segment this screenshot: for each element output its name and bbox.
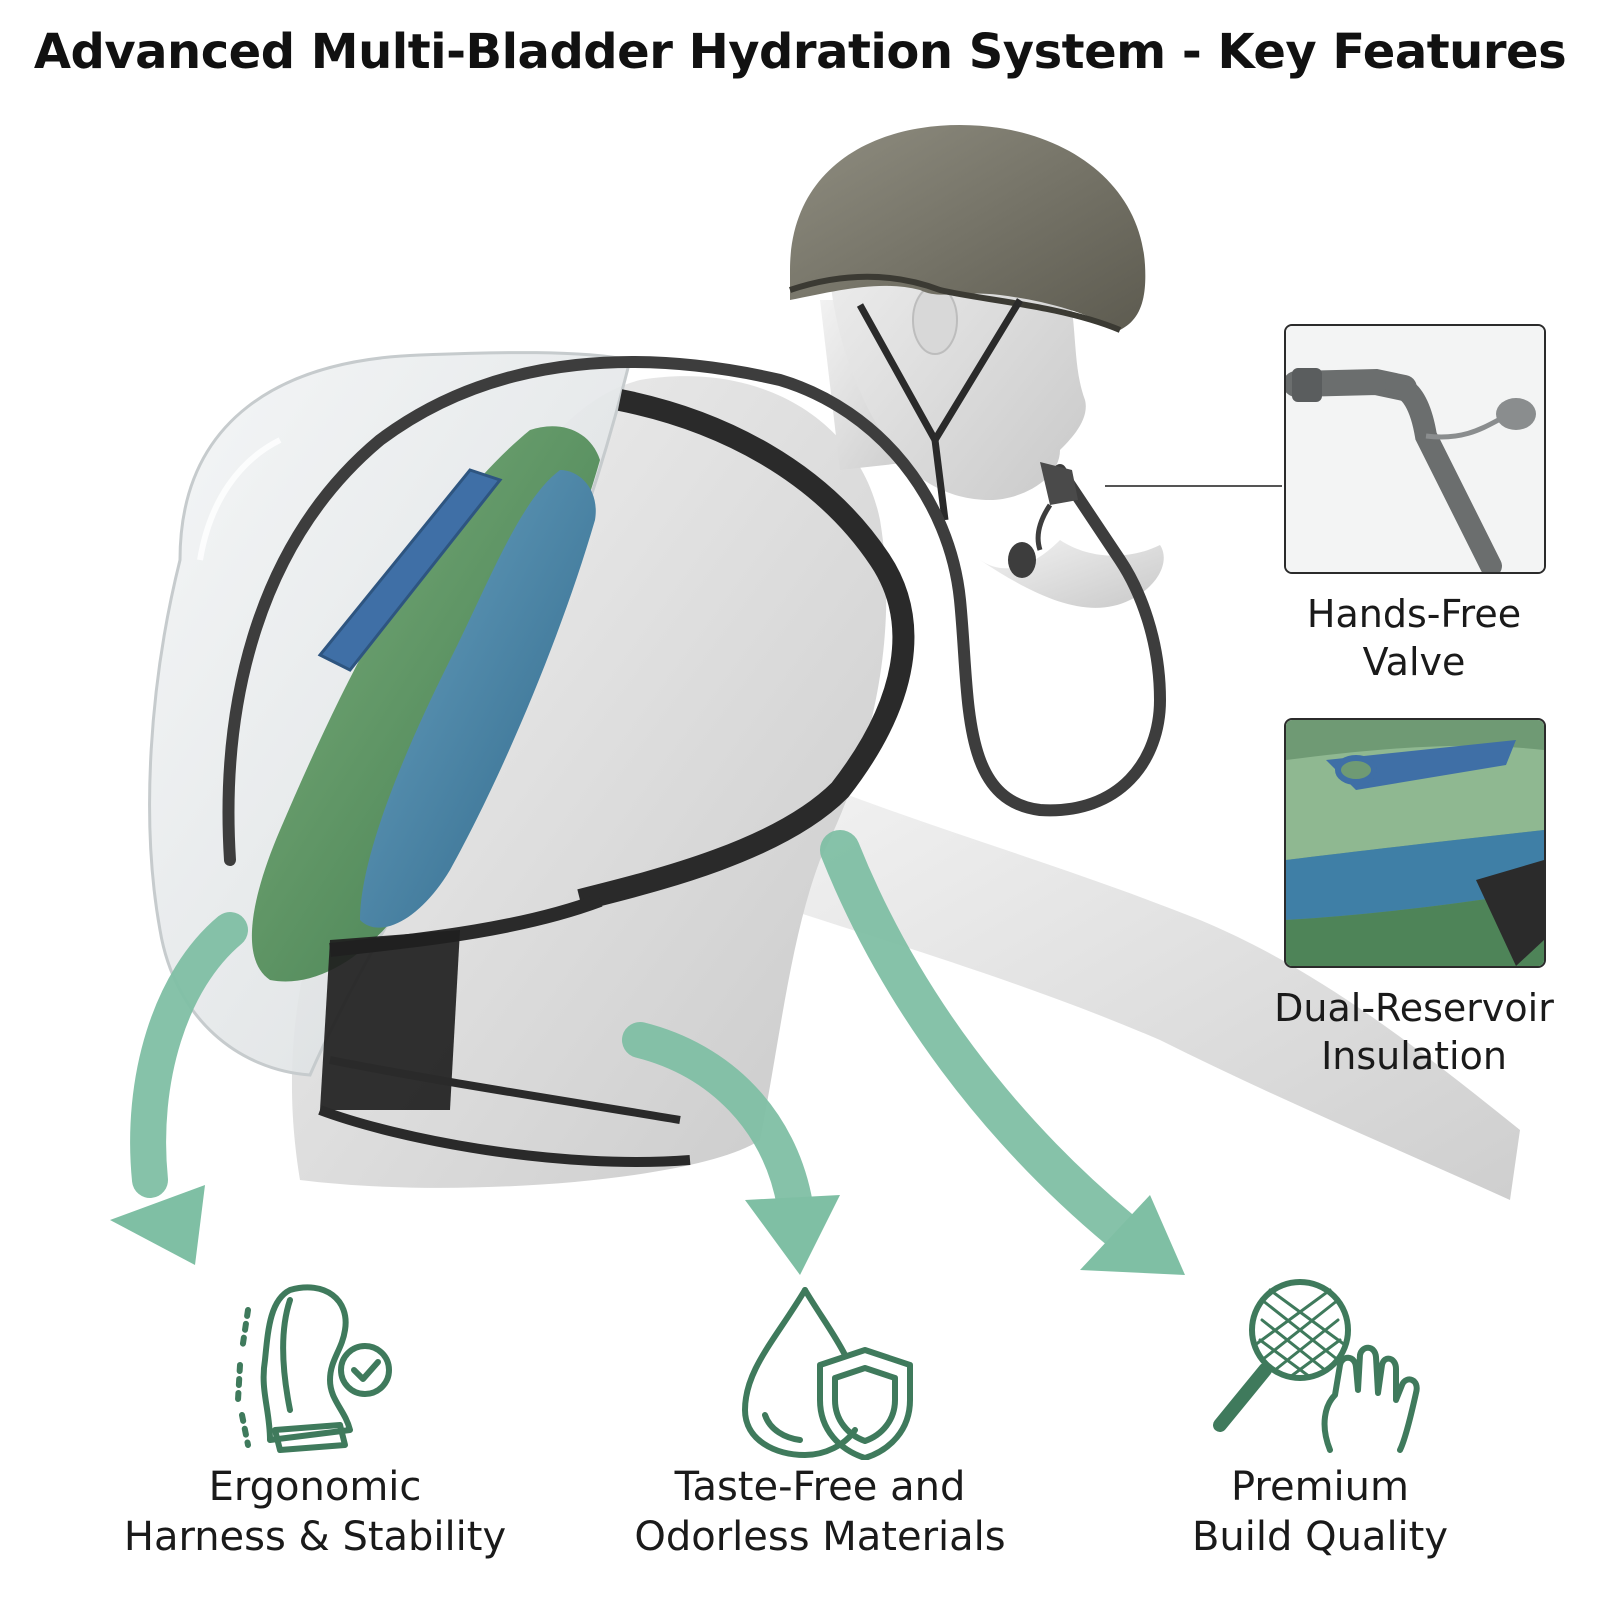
callout-label-reservoir: Dual-Reservoir Insulation [1274,986,1554,1078]
reservoir-clip [317,468,503,672]
shoulder-strap [577,389,915,911]
callout-label-valve: Hands-Free Valve [1306,592,1522,684]
harness-check-icon [235,1284,392,1453]
arrow-harness [130,912,248,1198]
magnifier-hand-icon [1213,1279,1420,1453]
drop-shield-icon [742,1287,913,1460]
dual-bladder-icon [1286,720,1544,966]
callout-card-reservoir [1284,718,1546,968]
page-title: Advanced Multi-Bladder Hydration System … [33,24,1567,80]
bite-valve [1040,462,1078,505]
drinking-hose [222,356,1167,866]
feature-label-quality: Premium Build Quality [1191,1464,1449,1560]
arrow-quality [820,830,1140,1250]
feature-label-harness: Ergonomic Harness & Stability [123,1464,507,1560]
ear [912,285,958,355]
arm [760,760,1520,1200]
feature-label-materials: Taste-Free and Odorless Materials [634,1464,1006,1560]
callout-card-valve [1284,324,1546,574]
arrow-materials [622,1022,813,1223]
blue-bladder [360,470,596,928]
bite-valve-icon [1286,326,1544,572]
